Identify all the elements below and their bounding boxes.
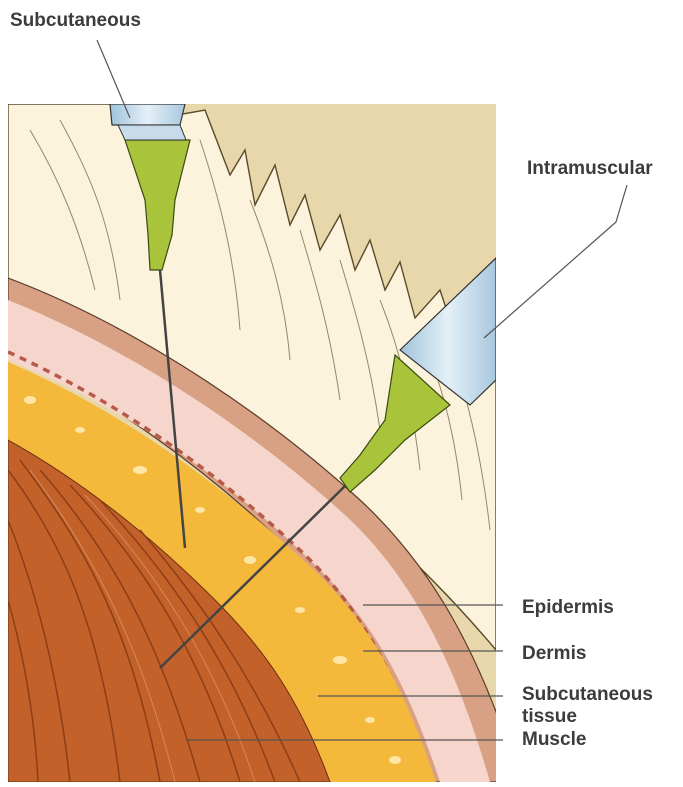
label-muscle: Muscle xyxy=(522,729,586,751)
subcutaneous-syringe-barrel xyxy=(110,104,185,125)
label-subcutaneous: Subcutaneous xyxy=(10,10,141,32)
label-subcutaneous-tissue: Subcutaneous tissue xyxy=(522,684,653,728)
label-dermis: Dermis xyxy=(522,643,586,665)
label-epidermis: Epidermis xyxy=(522,597,614,619)
label-subcutaneous-tissue-line2: tissue xyxy=(522,706,653,728)
illustration xyxy=(8,104,520,782)
label-intramuscular: Intramuscular xyxy=(527,158,653,180)
leader-intramuscular xyxy=(484,185,627,338)
label-subcutaneous-tissue-line1: Subcutaneous xyxy=(522,684,653,706)
